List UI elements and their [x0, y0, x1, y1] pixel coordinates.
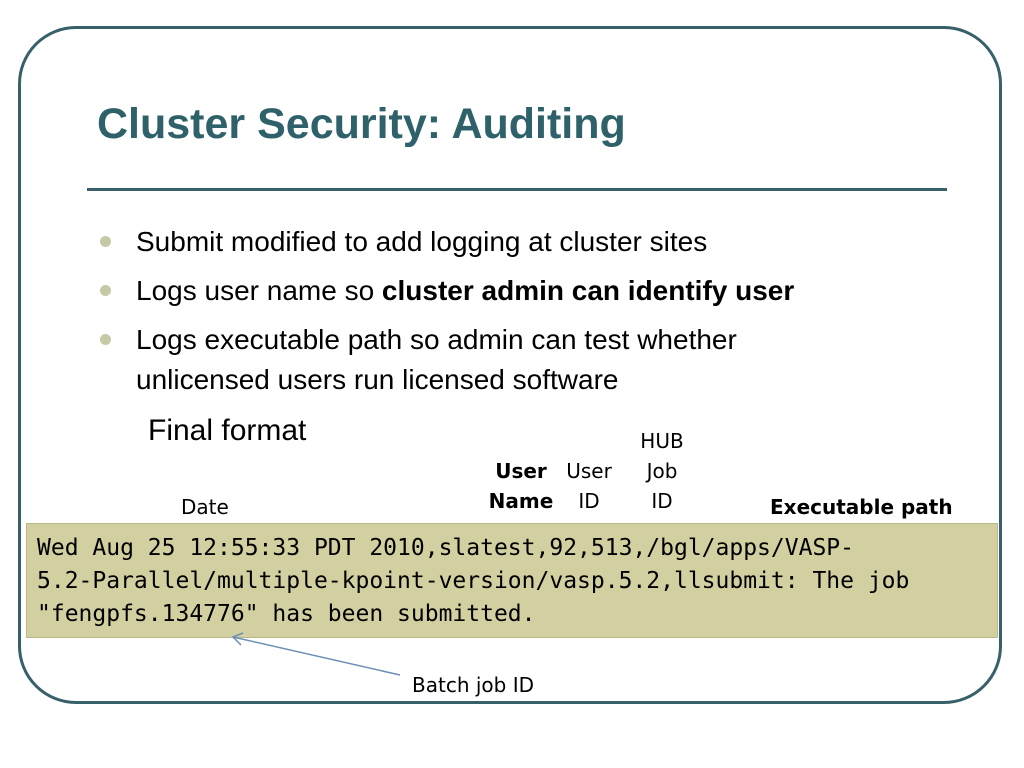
log-entry-box: Wed Aug 25 12:55:33 PDT 2010,slatest,92,…: [26, 523, 998, 638]
user-id-label: User ID: [559, 456, 619, 516]
log-line: 5.2-Parallel/multiple-kpoint-version/vas…: [37, 568, 910, 594]
bullet-text: Logs user name so: [136, 275, 382, 306]
user-id-label-line-1: User: [566, 459, 612, 483]
user-name-label-line-2: Name: [488, 489, 554, 513]
hub-job-id-label-line-1: HUB: [640, 429, 684, 453]
executable-path-label: Executable path: [770, 495, 953, 519]
slide-title: Cluster Security: Auditing: [97, 100, 626, 148]
bullet-item: Logs user name so cluster admin can iden…: [100, 271, 960, 311]
batch-job-id-label: Batch job ID: [412, 673, 534, 697]
user-name-label-line-1: User: [495, 459, 547, 483]
date-label: Date: [181, 495, 229, 519]
title-divider: [87, 188, 947, 191]
user-id-label-line-2: ID: [578, 489, 600, 513]
log-line: Wed Aug 25 12:55:33 PDT 2010,slatest,92,…: [37, 535, 854, 561]
bullet-text-line-2: unlicensed users run licensed software: [136, 364, 619, 395]
bullet-bold-text: cluster admin can identify user: [381, 275, 795, 306]
hub-job-id-label-line-3: ID: [651, 489, 673, 513]
final-format-label: Final format: [148, 414, 307, 447]
slide-frame: [18, 26, 1002, 704]
bullet-dot-icon: [100, 285, 111, 296]
bullet-item: Logs executable path so admin can test w…: [100, 320, 960, 400]
log-line: "fengpfs.134776" has been submitted.: [37, 601, 536, 627]
bullet-item: Submit modified to add logging at cluste…: [100, 222, 960, 262]
hub-job-id-label: HUB Job ID: [630, 426, 694, 516]
bullet-dot-icon: [100, 236, 111, 247]
bullet-text: Submit modified to add logging at cluste…: [136, 226, 708, 257]
hub-job-id-label-line-2: Job: [646, 459, 678, 483]
user-name-label: User Name: [484, 456, 558, 516]
bullet-text-line-1: Logs executable path so admin can test w…: [136, 324, 737, 355]
bullet-dot-icon: [100, 334, 111, 345]
bullet-list: Submit modified to add logging at cluste…: [100, 222, 960, 409]
